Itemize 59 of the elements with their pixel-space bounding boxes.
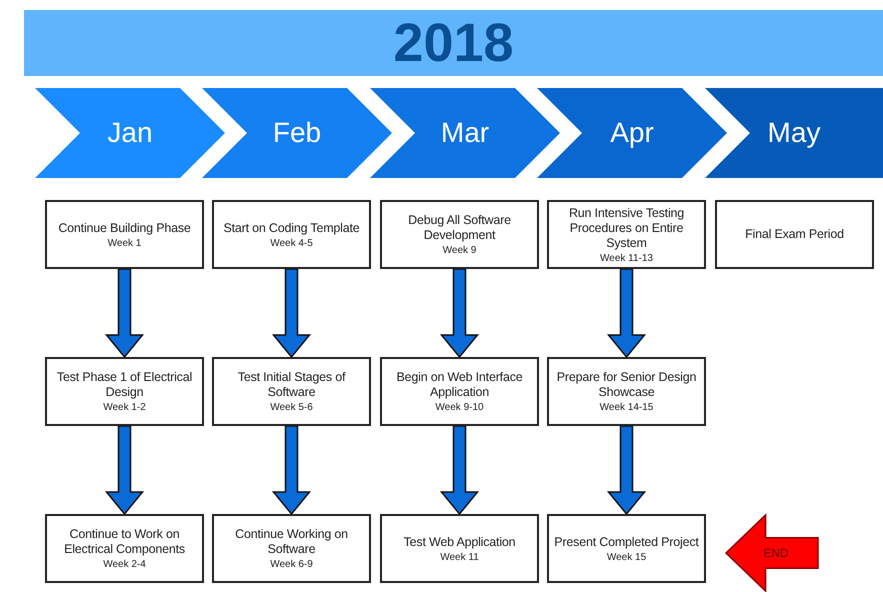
block-arrow: [440, 425, 480, 516]
task-title: Start on Coding Template: [223, 220, 360, 236]
task-title: Prepare for Senior Design Showcase: [556, 370, 698, 400]
week-label: Week 2-4: [103, 559, 146, 570]
month-label: Jan: [107, 117, 153, 149]
task-box: [380, 200, 539, 269]
week-label: Week 15: [606, 552, 646, 562]
week-label: Week 9-10: [435, 402, 484, 413]
block-arrow: [440, 268, 480, 358]
task-title: Continue to Work on Electrical Components: [63, 527, 186, 557]
week-label: Week 1-2: [103, 402, 146, 413]
week-label: Week 9: [442, 245, 476, 256]
block-arrow: [606, 425, 646, 516]
month-header: [202, 88, 392, 178]
month-header: [370, 88, 560, 178]
task-title: Debug All Software Development: [407, 213, 512, 243]
task-box: [45, 514, 204, 583]
task-title: Final Exam Period: [745, 227, 844, 242]
task-title: Test Initial Stages of Software: [236, 370, 346, 400]
end-label: END: [763, 546, 789, 560]
week-label: Week 14-15: [600, 402, 654, 413]
week-label: Week 1: [108, 238, 142, 248]
task-title: Continue Working on Software: [234, 527, 349, 557]
week-label: Week 11: [440, 552, 479, 562]
task-box: [212, 200, 371, 269]
block-arrow: [272, 425, 312, 516]
month-label: Mar: [440, 117, 490, 149]
task-title: Begin on Web Interface Application: [395, 370, 524, 400]
task-box: [45, 200, 204, 269]
task-box: [715, 200, 874, 269]
task-box: [380, 514, 539, 583]
task-box: [380, 357, 539, 426]
month-label: Feb: [272, 117, 322, 149]
task-title: Test Phase 1 of Electrical Design: [56, 370, 194, 400]
week-label: Week 5-6: [270, 402, 313, 413]
month-label: Apr: [610, 117, 654, 149]
task-title: Present Completed Project: [554, 534, 699, 550]
month-header: [35, 88, 225, 178]
year-title: 2018: [393, 12, 514, 74]
month-header: [537, 88, 727, 178]
block-arrow: [104, 268, 144, 358]
month-label: May: [768, 117, 820, 149]
month-header: [705, 88, 883, 178]
task-title: Run Intensive Testing Procedures on Entire System: [568, 206, 686, 250]
task-title: Test Web Application: [404, 534, 516, 550]
task-title: Continue Building Phase: [58, 220, 191, 236]
week-label: Week 6-9: [270, 559, 313, 570]
end-arrow: [726, 515, 818, 591]
block-arrow: [104, 425, 144, 516]
task-box: [45, 357, 204, 426]
task-box: [547, 514, 706, 583]
week-label: Week 4-5: [270, 238, 313, 248]
task-box: [547, 200, 706, 269]
block-arrow: [272, 268, 312, 358]
block-arrow: [606, 268, 646, 358]
week-label: Week 11-13: [600, 252, 653, 264]
task-box: [212, 514, 371, 583]
task-box: [212, 357, 371, 426]
task-box: [547, 357, 706, 426]
